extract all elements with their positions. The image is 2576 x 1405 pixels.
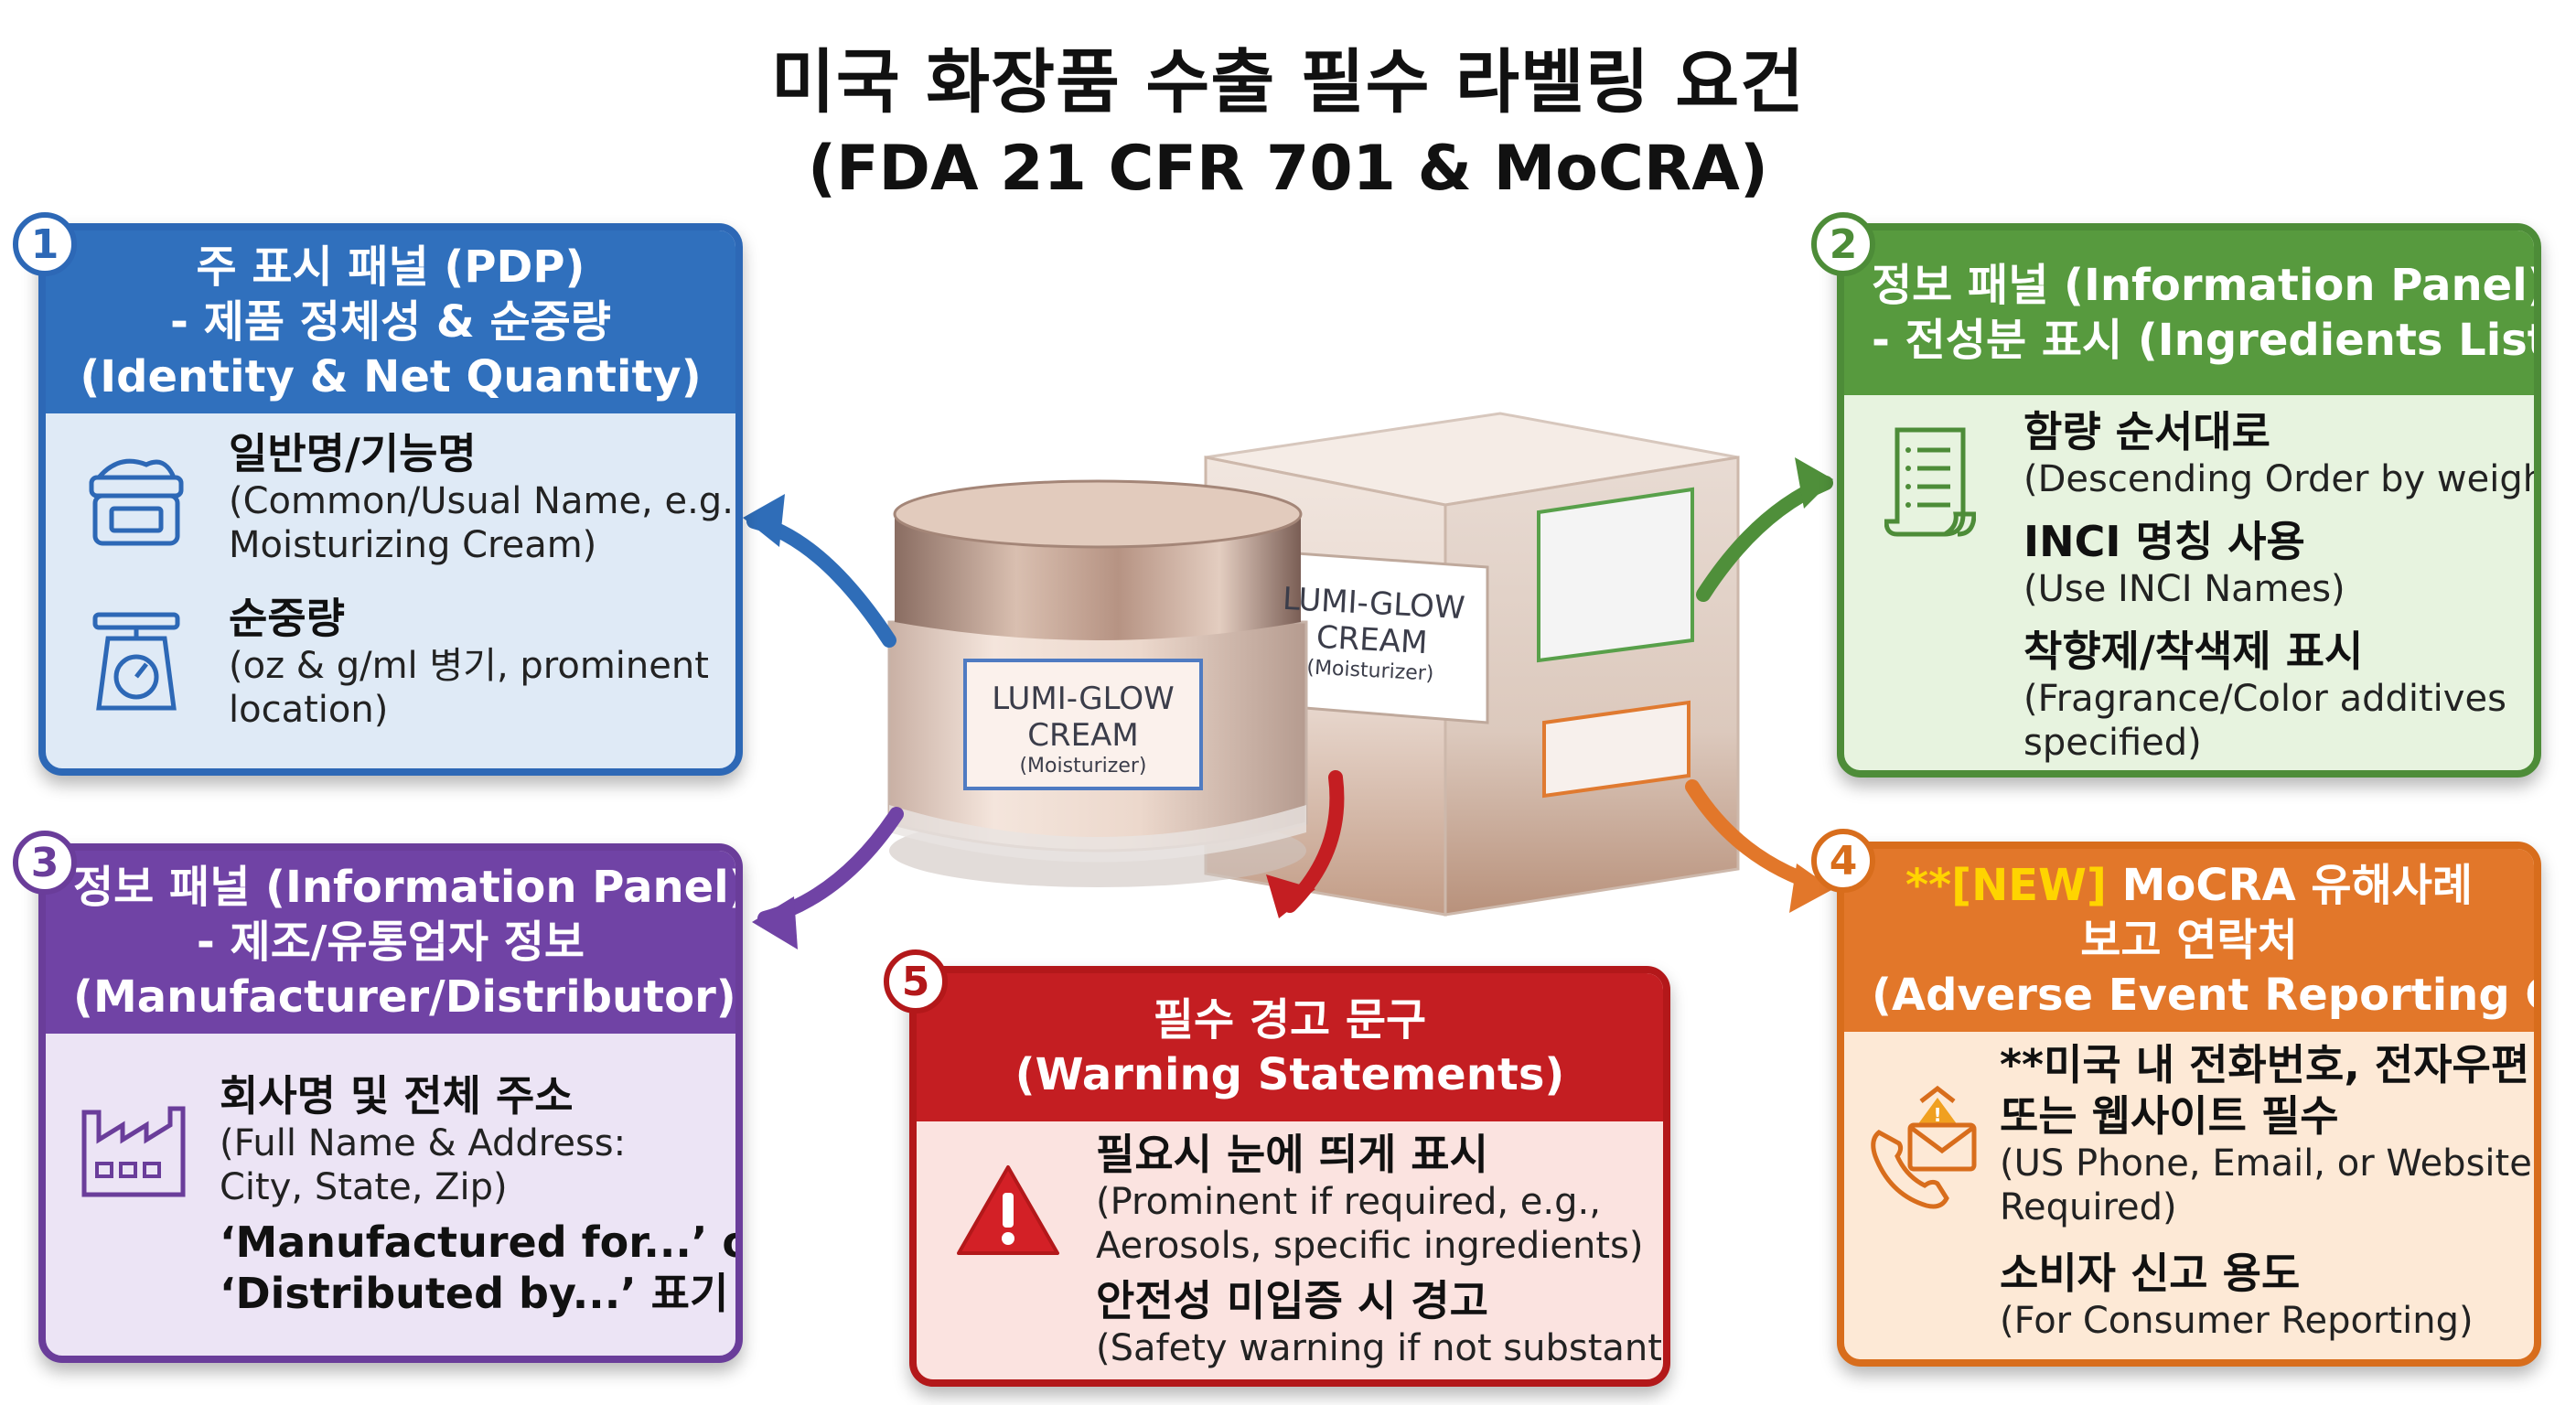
panel-number-2: 2	[1811, 212, 1875, 276]
arrow-to-panel-2	[1696, 476, 1833, 602]
adverse-item-consumer: 소비자 신고 용도 (For Consumer Reporting)	[2000, 1248, 2474, 1343]
ingredients-item-inci: INCI 명칭 사용 (Use INCI Names)	[2023, 516, 2345, 611]
panel-number-5: 5	[884, 949, 948, 1014]
manufacturer-item-statement-line-1: ‘Manufactured for...’ or	[220, 1217, 743, 1267]
arrow-to-panel-5	[1283, 770, 1345, 913]
panel-number-4: 4	[1811, 829, 1875, 893]
panel-pdp-title-3: (Identity & Net Quantity)	[80, 351, 702, 402]
panel-manufacturer-header: 정보 패널 (Information Panel) - 제조/유통업자 정보 (…	[46, 851, 735, 1034]
title-block: 미국 화장품 수출 필수 라벨링 요건 (FDA 21 CFR 701 & Mo…	[0, 37, 2576, 210]
panel-adverse-event: **[NEW] MoCRA 유해사례 보고 연락처 (Adverse Event…	[1837, 842, 2541, 1367]
panel-pdp-header: 주 표시 패널 (PDP) - 제품 정체성 & 순중량 (Identity &…	[46, 231, 735, 413]
panel-adverse-title-1: **[NEW] MoCRA 유해사례	[1872, 858, 2506, 913]
warning-item-safety-sub: (Safety warning if not substantiated)	[1096, 1327, 1663, 1369]
cream-jar-icon	[82, 450, 190, 551]
panel-warning-title-1: 필수 경고 문구	[1153, 994, 1427, 1046]
jar-label-line-2: CREAM	[1027, 717, 1139, 754]
warning-item-prominent: 필요시 눈에 띄게 표시 (Prominent if required, e.g…	[1096, 1129, 1643, 1268]
pdp-item-quantity-sub-1: (oz & g/ml 병기, prominent	[229, 645, 709, 687]
ingredients-item-order-sub: (Descending Order by weight)	[2023, 458, 2541, 500]
adverse-prefix: **	[1905, 860, 1952, 911]
panel-manufacturer-title-1: 정보 패널 (Information Panel)	[73, 862, 743, 913]
ingredients-item-inci-sub: (Use INCI Names)	[2023, 568, 2345, 610]
document-list-icon	[1884, 423, 1976, 542]
panel-pdp-title-1: 주 표시 패널 (PDP)	[196, 241, 585, 293]
manufacturer-item-statement: ‘Manufactured for...’ or ‘Distributed by…	[220, 1217, 743, 1319]
warning-item-safety-title: 안전성 미입증 시 경고	[1096, 1276, 1488, 1325]
ingredients-item-additives-sub-2: specified)	[2023, 722, 2202, 764]
adverse-item-contact-sub-2: Required)	[2000, 1186, 2177, 1228]
adverse-item-contact-title-1: **미국 내 전화번호, 전자우편	[2000, 1040, 2530, 1089]
ingredients-item-additives-sub-1: (Fragrance/Color additives	[2023, 678, 2506, 720]
adverse-item-consumer-title: 소비자 신고 용도	[2000, 1249, 2301, 1298]
warning-item-prominent-title: 필요시 눈에 띄게 표시	[1096, 1130, 1488, 1179]
manufacturer-item-address-title: 회사명 및 전체 주소	[220, 1071, 574, 1121]
jar-label: LUMI-GLOW CREAM (Moisturizer)	[971, 681, 1195, 779]
manufacturer-item-address: 회사명 및 전체 주소 (Full Name & Address: City, …	[220, 1070, 626, 1209]
adverse-item-contact-title-2: 또는 웹사이트 필수	[2000, 1091, 2339, 1141]
factory-icon	[79, 1099, 188, 1200]
panel-warning-title-2: (Warning Statements)	[1014, 1049, 1565, 1100]
ingredients-item-inci-title: INCI 명칭 사용	[2023, 517, 2305, 566]
panel-ingredients-header: 정보 패널 (Information Panel) - 전성분 표시 (Ingr…	[1844, 231, 2534, 395]
ingredients-item-additives-title: 착향제/착색제 표시	[2023, 627, 2364, 676]
panel-ingredients-title-2: - 전성분 표시 (Ingredients List)	[1872, 315, 2541, 366]
svg-text:!: !	[1933, 1104, 1941, 1126]
pdp-item-name-sub-1: (Common/Usual Name, e.g.,	[229, 480, 743, 522]
pdp-item-quantity: 순중량 (oz & g/ml 병기, prominent location)	[229, 593, 709, 732]
adverse-item-contact: **미국 내 전화번호, 전자우편 또는 웹사이트 필수 (US Phone, …	[2000, 1039, 2532, 1229]
jar-label-line-3: (Moisturizer)	[1019, 755, 1147, 778]
pdp-item-name-title: 일반명/기능명	[229, 429, 477, 478]
arrow-to-panel-1	[746, 514, 896, 648]
manufacturer-item-address-sub-1: (Full Name & Address:	[220, 1122, 627, 1164]
adverse-item-contact-sub-1: (US Phone, Email, or Website	[2000, 1142, 2532, 1185]
arrow-to-panel-4	[1685, 779, 1828, 893]
phone-mail-icon: !	[1866, 1085, 1994, 1213]
panel-warning-header: 필수 경고 문구 (Warning Statements)	[917, 973, 1663, 1121]
manufacturer-item-address-sub-2: City, State, Zip)	[220, 1166, 508, 1208]
jar-label-line-1: LUMI-GLOW	[992, 681, 1175, 717]
panel-pdp-title-2: - 제품 정체성 & 순중량	[170, 296, 611, 348]
pdp-item-name-sub-2: Moisturizing Cream)	[229, 524, 597, 566]
arrow-to-panel-3	[757, 807, 904, 926]
adverse-item-consumer-sub: (For Consumer Reporting)	[2000, 1300, 2474, 1342]
panel-warning: 필수 경고 문구 (Warning Statements) 필요시 눈에 띄게 …	[909, 966, 1670, 1387]
panel-manufacturer-title-3: (Manufacturer/Distributor)	[73, 971, 736, 1023]
panel-manufacturer-title-2: - 제조/유통업자 정보	[196, 917, 585, 968]
adverse-title-rest: MoCRA 유해사례	[2106, 860, 2474, 911]
panel-adverse-header: **[NEW] MoCRA 유해사례 보고 연락처 (Adverse Event…	[1844, 849, 2534, 1032]
ingredients-item-order-title: 함량 순서대로	[2023, 407, 2270, 456]
new-badge: [NEW]	[1951, 860, 2107, 911]
pdp-item-quantity-title: 순중량	[229, 594, 345, 643]
panel-adverse-title-2: 보고 연락처	[2080, 915, 2298, 966]
warning-item-safety: 안전성 미입증 시 경고 (Safety warning if not subs…	[1096, 1275, 1663, 1370]
box-label: LUMI-GLOW CREAM (Moisturizer)	[1260, 580, 1484, 690]
panel-number-1: 1	[13, 212, 77, 276]
page-title: 미국 화장품 수출 필수 라벨링 요건	[770, 41, 1806, 123]
warning-triangle-icon	[955, 1162, 1061, 1257]
warning-item-prominent-sub-1: (Prominent if required, e.g.,	[1096, 1181, 1601, 1223]
scale-icon	[82, 606, 190, 715]
page-subtitle: (FDA 21 CFR 701 & MoCRA)	[808, 133, 1768, 205]
panel-ingredients-title-1: 정보 패널 (Information Panel)	[1872, 260, 2541, 311]
pdp-item-name: 일반명/기능명 (Common/Usual Name, e.g., Moistu…	[229, 428, 743, 567]
panel-pdp: 주 표시 패널 (PDP) - 제품 정체성 & 순중량 (Identity &…	[38, 223, 743, 776]
panel-manufacturer: 정보 패널 (Information Panel) - 제조/유통업자 정보 (…	[38, 843, 743, 1363]
pdp-item-quantity-sub-2: location)	[229, 689, 389, 731]
panel-ingredients: 정보 패널 (Information Panel) - 전성분 표시 (Ingr…	[1837, 223, 2541, 778]
panel-adverse-title-3: (Adverse Event Reporting Contact)	[1872, 970, 2534, 1021]
ingredients-item-additives: 착향제/착색제 표시 (Fragrance/Color additives sp…	[2023, 626, 2506, 765]
panel-number-3: 3	[13, 831, 77, 895]
warning-item-prominent-sub-2: Aerosols, specific ingredients)	[1096, 1225, 1644, 1267]
ingredients-item-order: 함량 순서대로 (Descending Order by weight)	[2023, 406, 2541, 501]
manufacturer-item-statement-line-2: ‘Distributed by...’ 표기	[220, 1269, 729, 1318]
